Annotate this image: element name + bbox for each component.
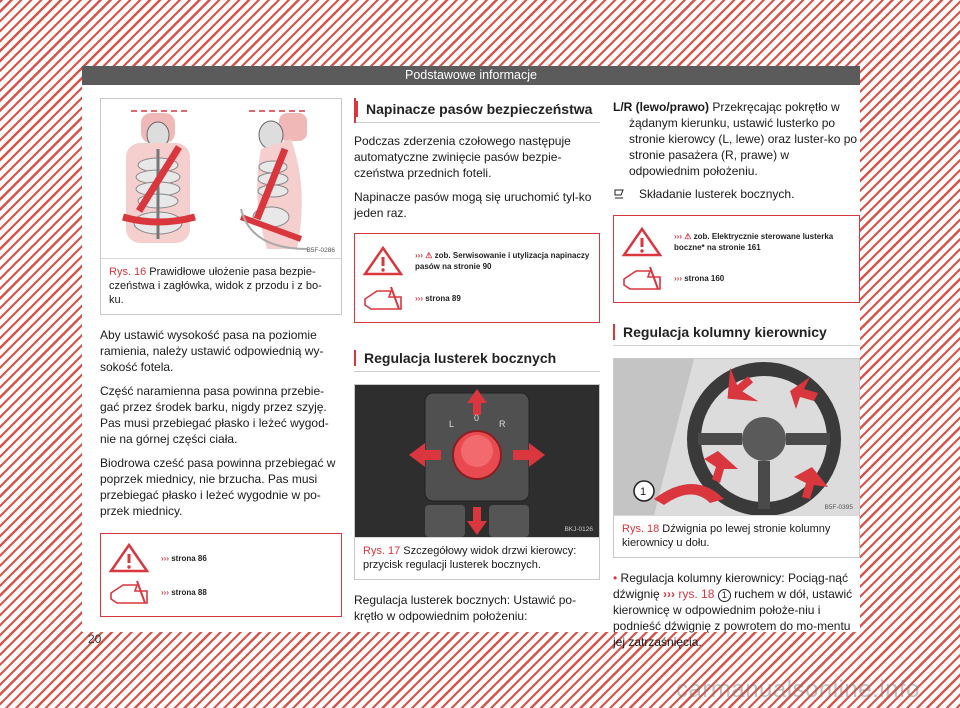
figure-ref-link[interactable]: rys. 18: [678, 587, 715, 601]
warning-icon: [621, 227, 663, 257]
ref-arrows: ›››: [161, 553, 169, 563]
section-heading: Regulacja kolumny kierownicy: [613, 321, 860, 346]
callout-badge: 1: [717, 589, 731, 602]
steering-column-illustration: 1 B5F-0395: [614, 359, 859, 515]
warning-icon: [108, 543, 150, 573]
manual-link[interactable]: strona 89: [425, 293, 461, 303]
lr-text: Przekręcając pokrętło w żądanym kierunku…: [629, 100, 858, 178]
warning-icon: [362, 246, 404, 276]
paragraph: Podczas zderzenia czołowego następuje au…: [354, 134, 571, 180]
caption-text: Dźwignia po lewej stronie kolumny kierow…: [622, 523, 831, 549]
lr-label: L/R (lewo/prawo): [613, 100, 709, 114]
warning-link[interactable]: zob. Elektrycznie sterowane lusterka boc…: [674, 232, 834, 252]
manual-note-icon: [364, 286, 402, 310]
manual-page: Podstawowe informacje: [82, 66, 860, 649]
section-heading: Regulacja lusterek bocznych: [354, 347, 600, 372]
manual-note-icon: [623, 266, 661, 290]
ref-arrows: ›››: [415, 251, 423, 260]
warning-link[interactable]: strona 86: [171, 553, 207, 563]
ref-arrows: ›››: [161, 587, 169, 597]
knob-label-zero: 0: [474, 413, 479, 423]
ref-arrows: ›››: [663, 587, 676, 601]
step-text: ruchem w dół, ustawić kierownicę w odpow…: [613, 587, 853, 649]
section-heading: Napinacze pasów bezpieczeństwa: [354, 98, 600, 123]
figure-code: BKJ-0126: [564, 526, 593, 533]
paragraph: Część naramienna pasa powinna przebie-ga…: [100, 384, 329, 446]
callout-number: 1: [640, 486, 646, 498]
fold-item: Składanie lusterek bocznych.: [613, 187, 860, 201]
page-number: 20: [88, 632, 102, 646]
page-header: Podstawowe informacje: [82, 66, 860, 85]
warning-triangle-icon: ⚠: [425, 251, 433, 260]
ref-arrows: ›››: [674, 273, 682, 283]
ref-arrows: ›››: [674, 232, 682, 241]
column-right: L/R (lewo/prawo) Przekręcając pokrętło w…: [613, 99, 860, 650]
watermark: carmanualsonline.info: [676, 676, 920, 703]
column-middle: Napinacze pasów bezpieczeństwa Podczas z…: [354, 98, 600, 624]
paragraph: Napinacze pasów mogą się uruchomić tyl-k…: [354, 190, 592, 220]
step-item: • Regulacja kolumny kierownicy: Pociąg-n…: [613, 570, 860, 650]
seatbelt-illustration: B5F-0286: [101, 99, 341, 258]
paragraph: Aby ustawić wysokość pasa na poziomie ra…: [100, 328, 324, 374]
knob-label-r: R: [499, 419, 506, 429]
figure-code: B5F-0395: [824, 504, 853, 511]
figure-number: Rys. 16: [109, 266, 147, 278]
manual-note-icon: [110, 580, 148, 604]
manual-link[interactable]: strona 160: [684, 273, 725, 283]
fold-text: Składanie lusterek bocznych.: [639, 187, 795, 201]
knob-label-l: L: [449, 419, 454, 429]
caption-text: Szczegółowy widok drzwi kierowcy: przyci…: [363, 545, 577, 571]
mirror-fold-icon: [614, 189, 624, 199]
ref-arrows: ›››: [415, 293, 423, 303]
figure-number: Rys. 17: [363, 545, 401, 557]
paragraph: Biodrowa cześć pasa powinna przebiegać w…: [100, 456, 336, 518]
manual-link[interactable]: strona 88: [171, 587, 207, 597]
figure-number: Rys. 18: [622, 523, 660, 535]
warning-box: ››› ⚠ zob. Serwisowanie i utylizacja nap…: [354, 233, 600, 323]
lr-item: L/R (lewo/prawo) Przekręcając pokrętło w…: [613, 99, 860, 179]
figure-code: B5F-0286: [306, 247, 335, 254]
caption-text: Prawidłowe ułożenie pasa bezpie-czeństwa…: [109, 266, 322, 306]
mirror-knob-illustration: L 0 R BKJ-0126: [355, 385, 599, 537]
paragraph: Regulacja lusterek bocznych: Ustawić po-…: [354, 593, 577, 623]
warning-link[interactable]: zob. Serwisowanie i utylizacja napinaczy…: [415, 251, 590, 271]
warning-box: ››› ⚠ zob. Elektrycznie sterowane luster…: [613, 215, 860, 303]
warning-box: ››› strona 86 ››› strona 88: [100, 533, 342, 617]
bullet: •: [613, 571, 618, 585]
step-text: Regulacja kolumny kierownicy: Pociąg-nąć…: [613, 571, 848, 601]
warning-triangle-icon: ⚠: [684, 232, 692, 241]
